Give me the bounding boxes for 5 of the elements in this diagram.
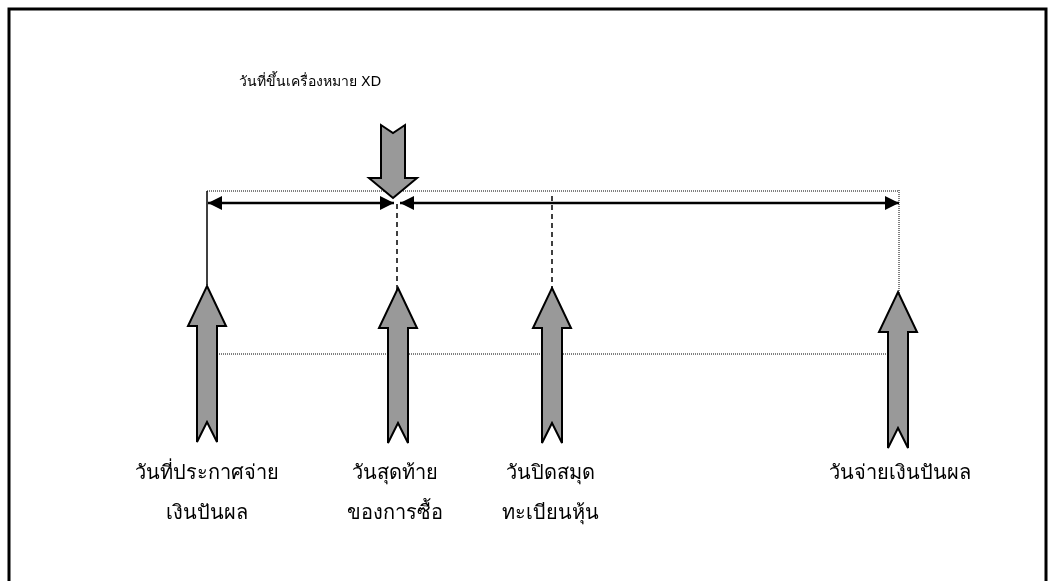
date-label: วันที่ประกาศจ่ายเงินปันผล [134,457,280,526]
marker-label: วันที่ขึ้นเครื่องหมาย XD [237,70,383,91]
date-label: วันสุดท้ายของการซื้อ [346,459,444,526]
date-label: วันปิดสมุดทะเบียนหุ้น [500,459,600,527]
date-label: วันจ่ายเงินปันผล [828,459,972,486]
